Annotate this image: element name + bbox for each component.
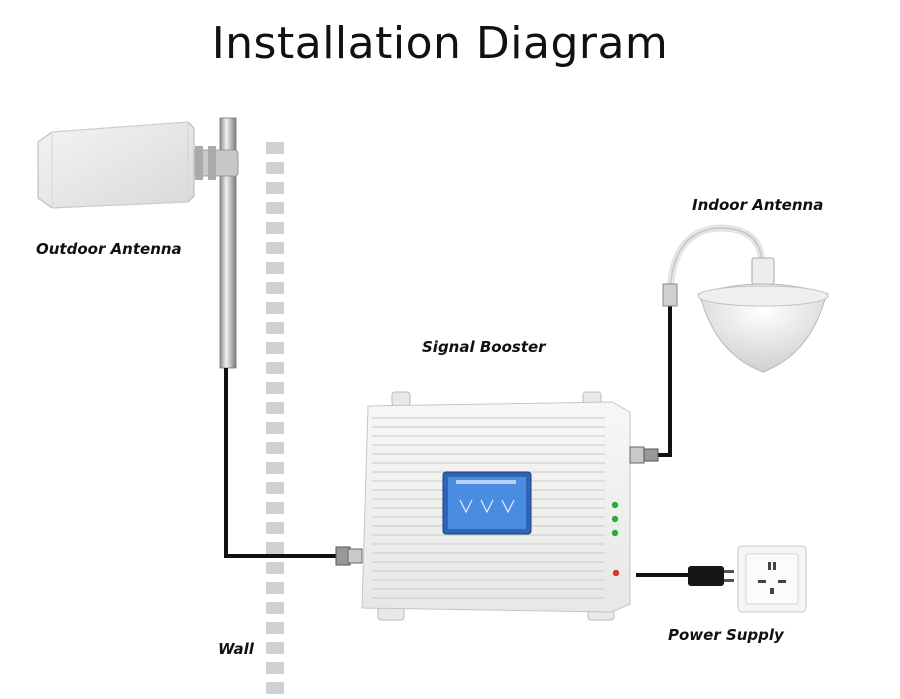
wall-block — [266, 562, 284, 574]
booster-output-connector — [629, 446, 659, 464]
wall-block — [266, 362, 284, 374]
wall-block — [266, 142, 284, 154]
power-adapter-icon — [688, 566, 734, 586]
signal-booster-icon — [335, 391, 659, 621]
power-supply-label: Power Supply — [668, 626, 784, 644]
wall-block — [266, 502, 284, 514]
wall-block — [266, 162, 284, 174]
wall-block — [266, 262, 284, 274]
wall-socket-icon — [737, 545, 807, 613]
wall-block — [266, 402, 284, 414]
page-title: Installation Diagram — [211, 18, 669, 69]
coax-cable — [224, 290, 690, 577]
signal-booster-label: Signal Booster — [422, 338, 546, 356]
wall-block — [266, 662, 284, 674]
wall-block — [266, 422, 284, 434]
wall-block — [266, 622, 284, 634]
wall-block — [266, 382, 284, 394]
wall-block — [266, 602, 284, 614]
wall-block — [266, 582, 284, 594]
wall-block — [266, 202, 284, 214]
wall-block — [266, 522, 284, 534]
outdoor-antenna-label: Outdoor Antenna — [36, 240, 182, 258]
wall-block — [266, 302, 284, 314]
wall-block — [266, 182, 284, 194]
wall-block — [266, 462, 284, 474]
wall-icon — [266, 142, 284, 694]
indoor-ceiling-antenna-icon — [662, 224, 829, 373]
wall-block — [266, 342, 284, 354]
wall-block — [266, 682, 284, 694]
wall-label: Wall — [218, 640, 254, 658]
wall-block — [266, 482, 284, 494]
outdoor-yagi-antenna-icon — [37, 117, 239, 369]
indoor-antenna-label: Indoor Antenna — [692, 196, 824, 214]
wall-block — [266, 282, 284, 294]
wall-block — [266, 322, 284, 334]
wall-block — [266, 242, 284, 254]
wall-block — [266, 642, 284, 654]
wall-block — [266, 542, 284, 554]
wall-block — [266, 442, 284, 454]
booster-input-connector — [335, 546, 363, 566]
wall-block — [266, 222, 284, 234]
